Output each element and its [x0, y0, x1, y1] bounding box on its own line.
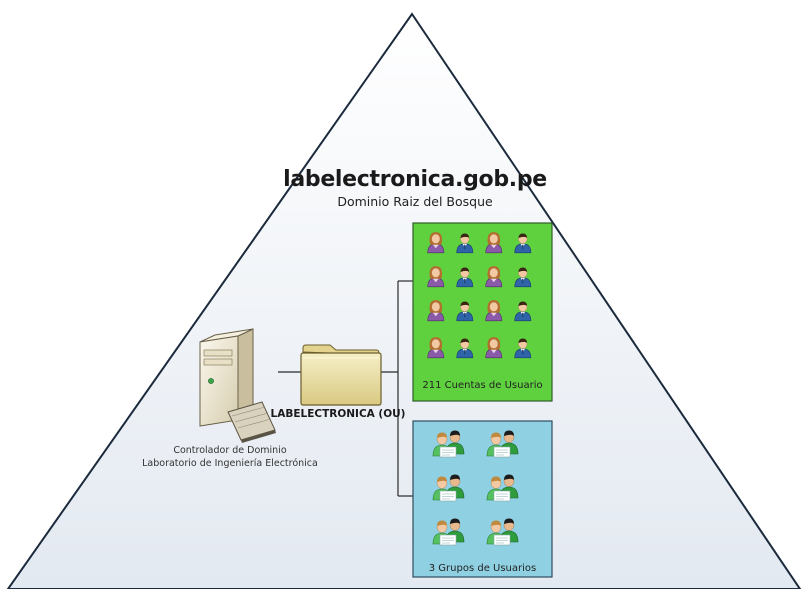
domain-triangle [6, 12, 802, 589]
ou-label: LABELECTRONICA (OU) [270, 408, 406, 420]
domain-controller-sublabel: Laboratorio de Ingeniería Electrónica [142, 458, 318, 469]
domain-title: labelectronica.gob.pe [283, 167, 547, 192]
domain-subtitle: Dominio Raiz del Bosque [337, 194, 493, 209]
folder-icon [300, 344, 382, 406]
groups-box-caption: 3 Grupos de Usuarios [428, 563, 537, 574]
server-icon [199, 328, 276, 443]
domain-controller-label: Controlador de Dominio [173, 445, 287, 456]
users-box-caption: 211 Cuentas de Usuario [422, 380, 543, 391]
connector-lines [278, 280, 413, 497]
